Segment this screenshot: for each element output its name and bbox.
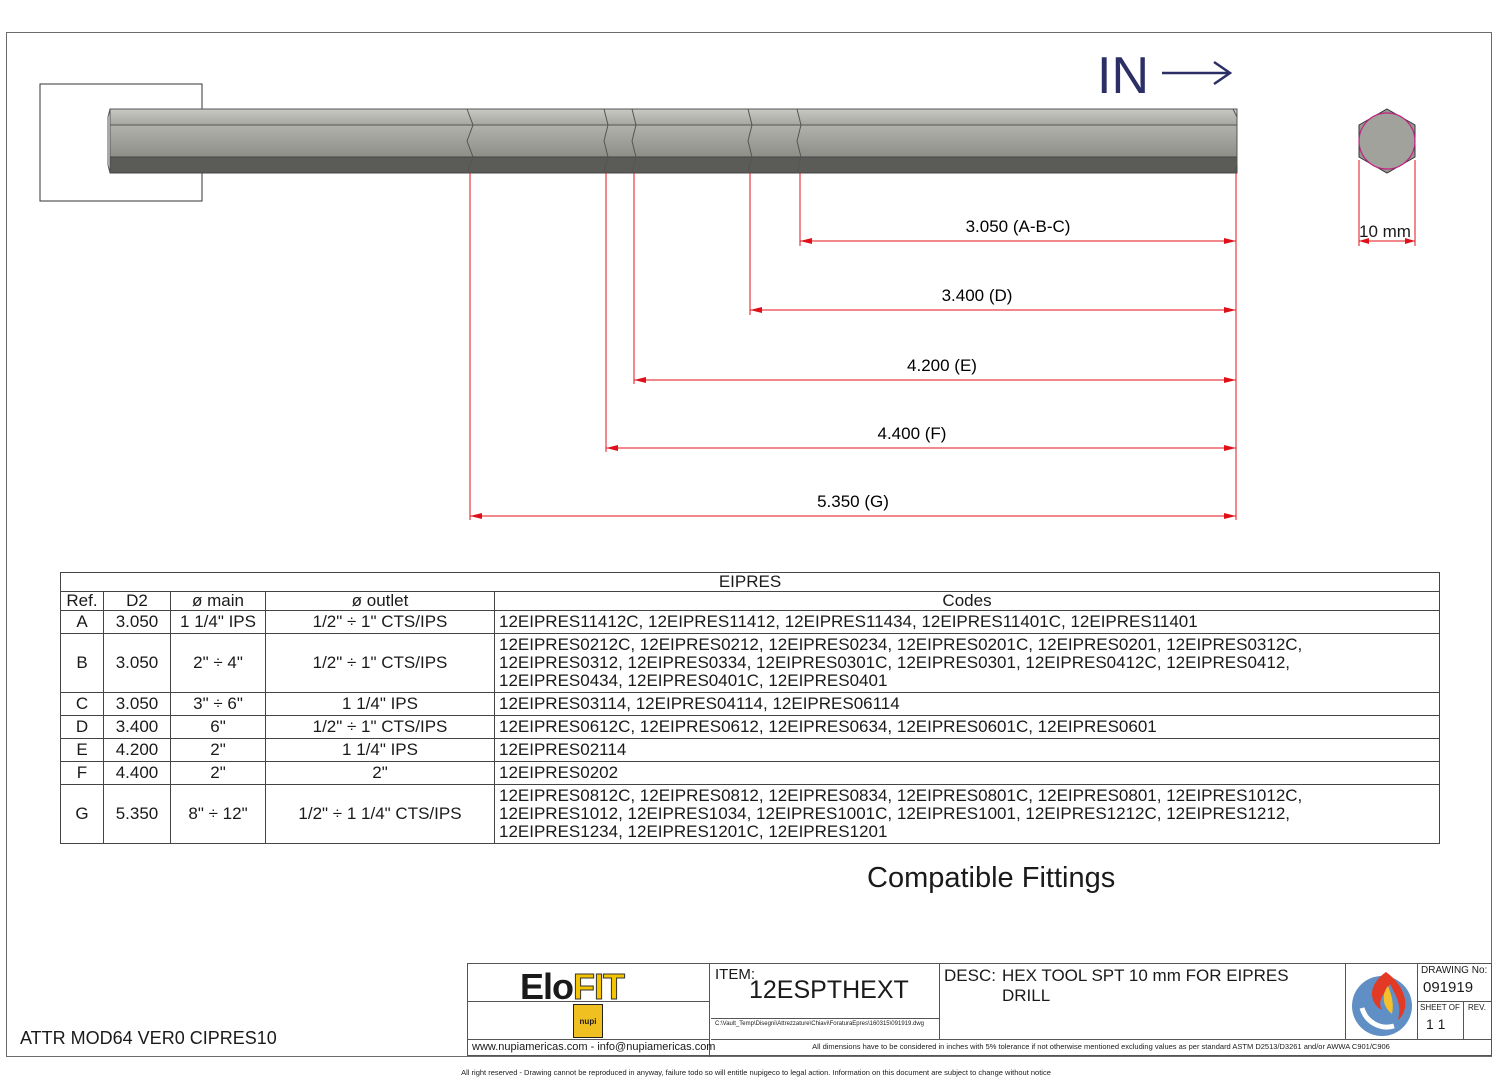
item-value: 12ESPTHEXT bbox=[749, 976, 909, 1004]
divider bbox=[711, 1039, 1491, 1040]
compatible-fittings-table: EIPRES Ref. D2 ø main ø outlet Codes A 3… bbox=[60, 572, 1440, 844]
cell-d2: 5.350 bbox=[103, 784, 171, 844]
dimension-label-f: 4.400 (F) bbox=[878, 424, 947, 443]
nupi-logo: nupi bbox=[573, 1004, 603, 1038]
attr-text: ATTR MOD64 VER0 CIPRES10 bbox=[20, 1028, 277, 1048]
dimension-line-d bbox=[750, 307, 1236, 313]
cell-codes: 12EIPRES03114, 12EIPRES04114, 12EIPRES06… bbox=[494, 692, 1440, 716]
cell-ref: C bbox=[60, 692, 104, 716]
divider bbox=[468, 1039, 710, 1040]
item-cell: ITEM: 12ESPTHEXT C:\Vault_Temp\Disegni\A… bbox=[711, 964, 940, 1039]
cell-outlet: 1/2" ÷ 1 1/4" CTS/IPS bbox=[265, 784, 495, 844]
cell-d2: 3.050 bbox=[103, 692, 171, 716]
cell-d2: 3.050 bbox=[103, 610, 171, 634]
elofit-logo: EloFIT bbox=[520, 966, 626, 1008]
drawing-no-label: DRAWING No: bbox=[1421, 965, 1488, 976]
dimension-line-abc bbox=[800, 238, 1236, 244]
table-title: EIPRES bbox=[60, 572, 1440, 592]
cell-d2: 4.200 bbox=[103, 738, 171, 762]
cell-main: 1 1/4" IPS bbox=[170, 610, 266, 634]
in-label: IN bbox=[1097, 47, 1149, 105]
dimension-line-g bbox=[470, 513, 1236, 519]
table-row: E 4.200 2" 1 1/4" IPS 12EIPRES02114 bbox=[60, 738, 1440, 762]
header-outlet: ø outlet bbox=[265, 591, 495, 611]
drawing-number-cell: DRAWING No: 091919 SHEET OF REV. 1 1 bbox=[1418, 964, 1492, 1039]
cell-codes: 12EIPRES0612C, 12EIPRES0612, 12EIPRES063… bbox=[494, 715, 1440, 739]
header-ref: Ref. bbox=[60, 591, 104, 611]
dimension-line-f bbox=[606, 445, 1236, 451]
cell-main: 8" ÷ 12" bbox=[170, 784, 266, 844]
dimension-label-e: 4.200 (E) bbox=[907, 356, 977, 375]
dimension-label-abc: 3.050 (A-B-C) bbox=[966, 217, 1071, 236]
header-d2: D2 bbox=[103, 591, 171, 611]
item-label: ITEM: bbox=[715, 966, 755, 983]
cell-outlet: 1/2" ÷ 1" CTS/IPS bbox=[265, 610, 495, 634]
hex-end-view bbox=[1358, 108, 1416, 246]
cell-ref: G bbox=[60, 784, 104, 844]
divider bbox=[1418, 1001, 1492, 1002]
cell-ref: E bbox=[60, 738, 104, 762]
cell-main: 2" bbox=[170, 761, 266, 785]
cell-ref: D bbox=[60, 715, 104, 739]
header-codes: Codes bbox=[494, 591, 1440, 611]
divider bbox=[468, 1001, 710, 1002]
dimension-line-e bbox=[634, 377, 1236, 383]
desc-label: DESC: bbox=[944, 966, 996, 985]
cell-ref: F bbox=[60, 761, 104, 785]
cell-codes: 12EIPRES0212C, 12EIPRES0212, 12EIPRES023… bbox=[494, 633, 1440, 693]
cell-main: 2" ÷ 4" bbox=[170, 633, 266, 693]
cell-codes: 12EIPRES0202 bbox=[494, 761, 1440, 785]
dimension-label-d: 3.400 (D) bbox=[942, 286, 1013, 305]
cell-outlet: 2" bbox=[265, 761, 495, 785]
table-row: A 3.050 1 1/4" IPS 1/2" ÷ 1" CTS/IPS 12E… bbox=[60, 610, 1440, 634]
cell-d2: 3.400 bbox=[103, 715, 171, 739]
logo-elo-text: Elo bbox=[520, 966, 574, 1007]
table-row: F 4.400 2" 2" 12EIPRES0202 bbox=[60, 761, 1440, 785]
cell-ref: A bbox=[60, 610, 104, 634]
in-arrow-icon bbox=[1162, 60, 1233, 86]
divider bbox=[711, 1018, 940, 1019]
cell-d2: 4.400 bbox=[103, 761, 171, 785]
cell-outlet: 1/2" ÷ 1" CTS/IPS bbox=[265, 633, 495, 693]
table-row: G 5.350 8" ÷ 12" 1/2" ÷ 1 1/4" CTS/IPS 1… bbox=[60, 784, 1440, 844]
compatible-fittings-caption: Compatible Fittings bbox=[867, 862, 1116, 894]
cell-ref: B bbox=[60, 633, 104, 693]
divider bbox=[1463, 1001, 1464, 1039]
hex-size-label: 10 mm bbox=[1359, 222, 1411, 241]
logo-fit-text: FIT bbox=[573, 966, 626, 1008]
drawing-no-value: 091919 bbox=[1423, 979, 1474, 996]
table-row: C 3.050 3" ÷ 6" 1 1/4" IPS 12EIPRES03114… bbox=[60, 692, 1440, 716]
title-block: EloFIT nupi www.nupiamericas.com - info@… bbox=[467, 963, 1492, 1057]
cell-main: 3" ÷ 6" bbox=[170, 692, 266, 716]
desc-text: HEX TOOL SPT 10 mm FOR EIPRES DRILL bbox=[1002, 966, 1289, 1005]
file-path: C:\Vault_Temp\Disegni\Attrezzature\Chiav… bbox=[715, 1021, 925, 1027]
desc-cell: DESC: HEX TOOL SPT 10 mm FOR EIPRES DRIL… bbox=[940, 964, 1346, 1039]
table-row: D 3.400 6" 1/2" ÷ 1" CTS/IPS 12EIPRES061… bbox=[60, 715, 1440, 739]
cell-main: 6" bbox=[170, 715, 266, 739]
header-main: ø main bbox=[170, 591, 266, 611]
hex-tool-bar bbox=[107, 108, 1238, 174]
sheet-value: 1 1 bbox=[1426, 1016, 1446, 1032]
copyright-notice: All right reserved - Drawing cannot be r… bbox=[461, 1068, 1051, 1077]
dimension-label-g: 5.350 (G) bbox=[817, 492, 889, 511]
cell-outlet: 1/2" ÷ 1" CTS/IPS bbox=[265, 715, 495, 739]
cell-codes: 12EIPRES02114 bbox=[494, 738, 1440, 762]
rev-label: REV. bbox=[1468, 1003, 1486, 1012]
cell-main: 2" bbox=[170, 738, 266, 762]
emblem-cell bbox=[1346, 964, 1418, 1039]
cell-codes: 12EIPRES11412C, 12EIPRES11412, 12EIPRES1… bbox=[494, 610, 1440, 634]
cell-outlet: 1 1/4" IPS bbox=[265, 692, 495, 716]
flame-drop-icon bbox=[1352, 972, 1412, 1036]
cell-d2: 3.050 bbox=[103, 633, 171, 693]
table-row: B 3.050 2" ÷ 4" 1/2" ÷ 1" CTS/IPS 12EIPR… bbox=[60, 633, 1440, 693]
cell-outlet: 1 1/4" IPS bbox=[265, 738, 495, 762]
sheet-label: SHEET OF bbox=[1420, 1003, 1460, 1012]
technical-drawing: IN 10 mm bbox=[39, 47, 1416, 520]
drawing-frame bbox=[6, 32, 1492, 1057]
cell-codes: 12EIPRES0812C, 12EIPRES0812, 12EIPRES083… bbox=[494, 784, 1440, 844]
website-text: www.nupiamericas.com - info@nupiamericas… bbox=[472, 1041, 716, 1053]
logo-cell: EloFIT nupi www.nupiamericas.com - info@… bbox=[468, 964, 715, 1057]
disclaimer-text: All dimensions have to be considered in … bbox=[812, 1042, 1390, 1051]
table-header-row: Ref. D2 ø main ø outlet Codes bbox=[60, 591, 1440, 611]
